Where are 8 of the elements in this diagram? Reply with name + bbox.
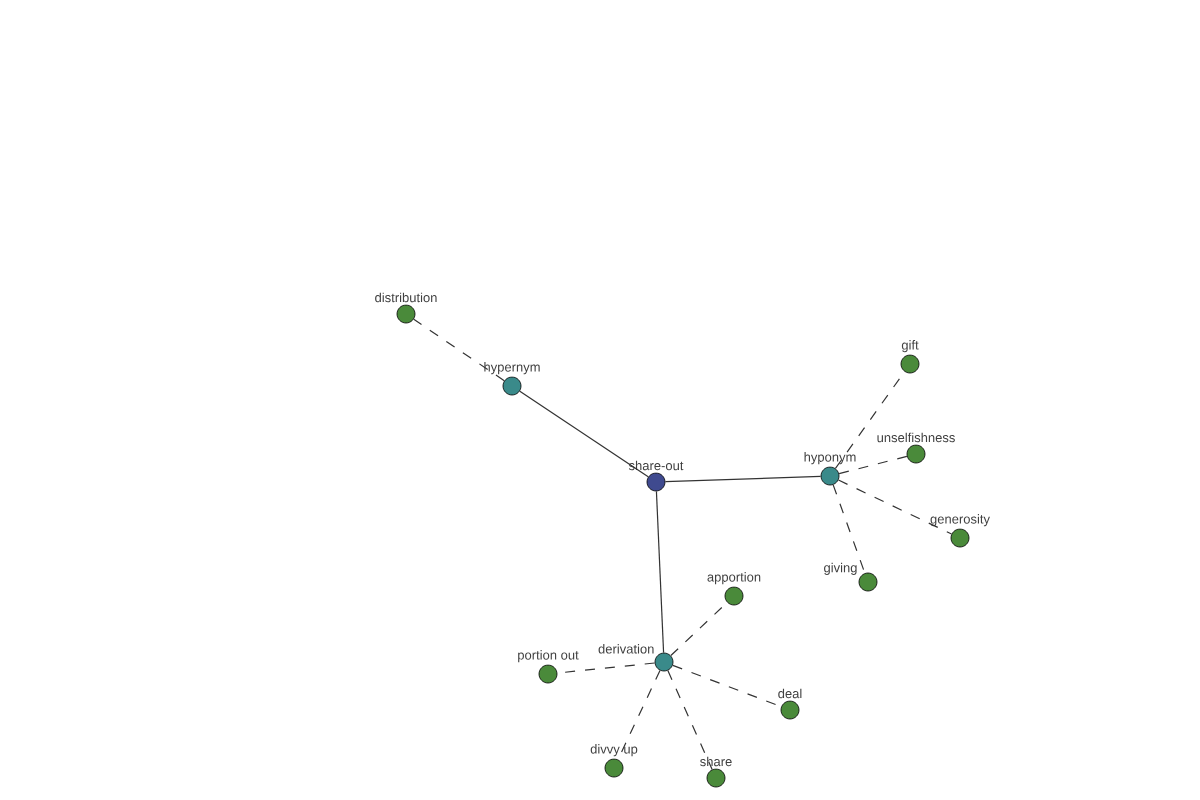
connector-line bbox=[832, 484, 866, 574]
connector-line bbox=[837, 479, 953, 535]
connector-line bbox=[664, 475, 822, 483]
connector-line bbox=[655, 490, 665, 654]
connector-line bbox=[519, 390, 649, 478]
connector-line bbox=[413, 318, 505, 382]
connector-line bbox=[667, 670, 713, 771]
connector-line bbox=[838, 455, 908, 475]
